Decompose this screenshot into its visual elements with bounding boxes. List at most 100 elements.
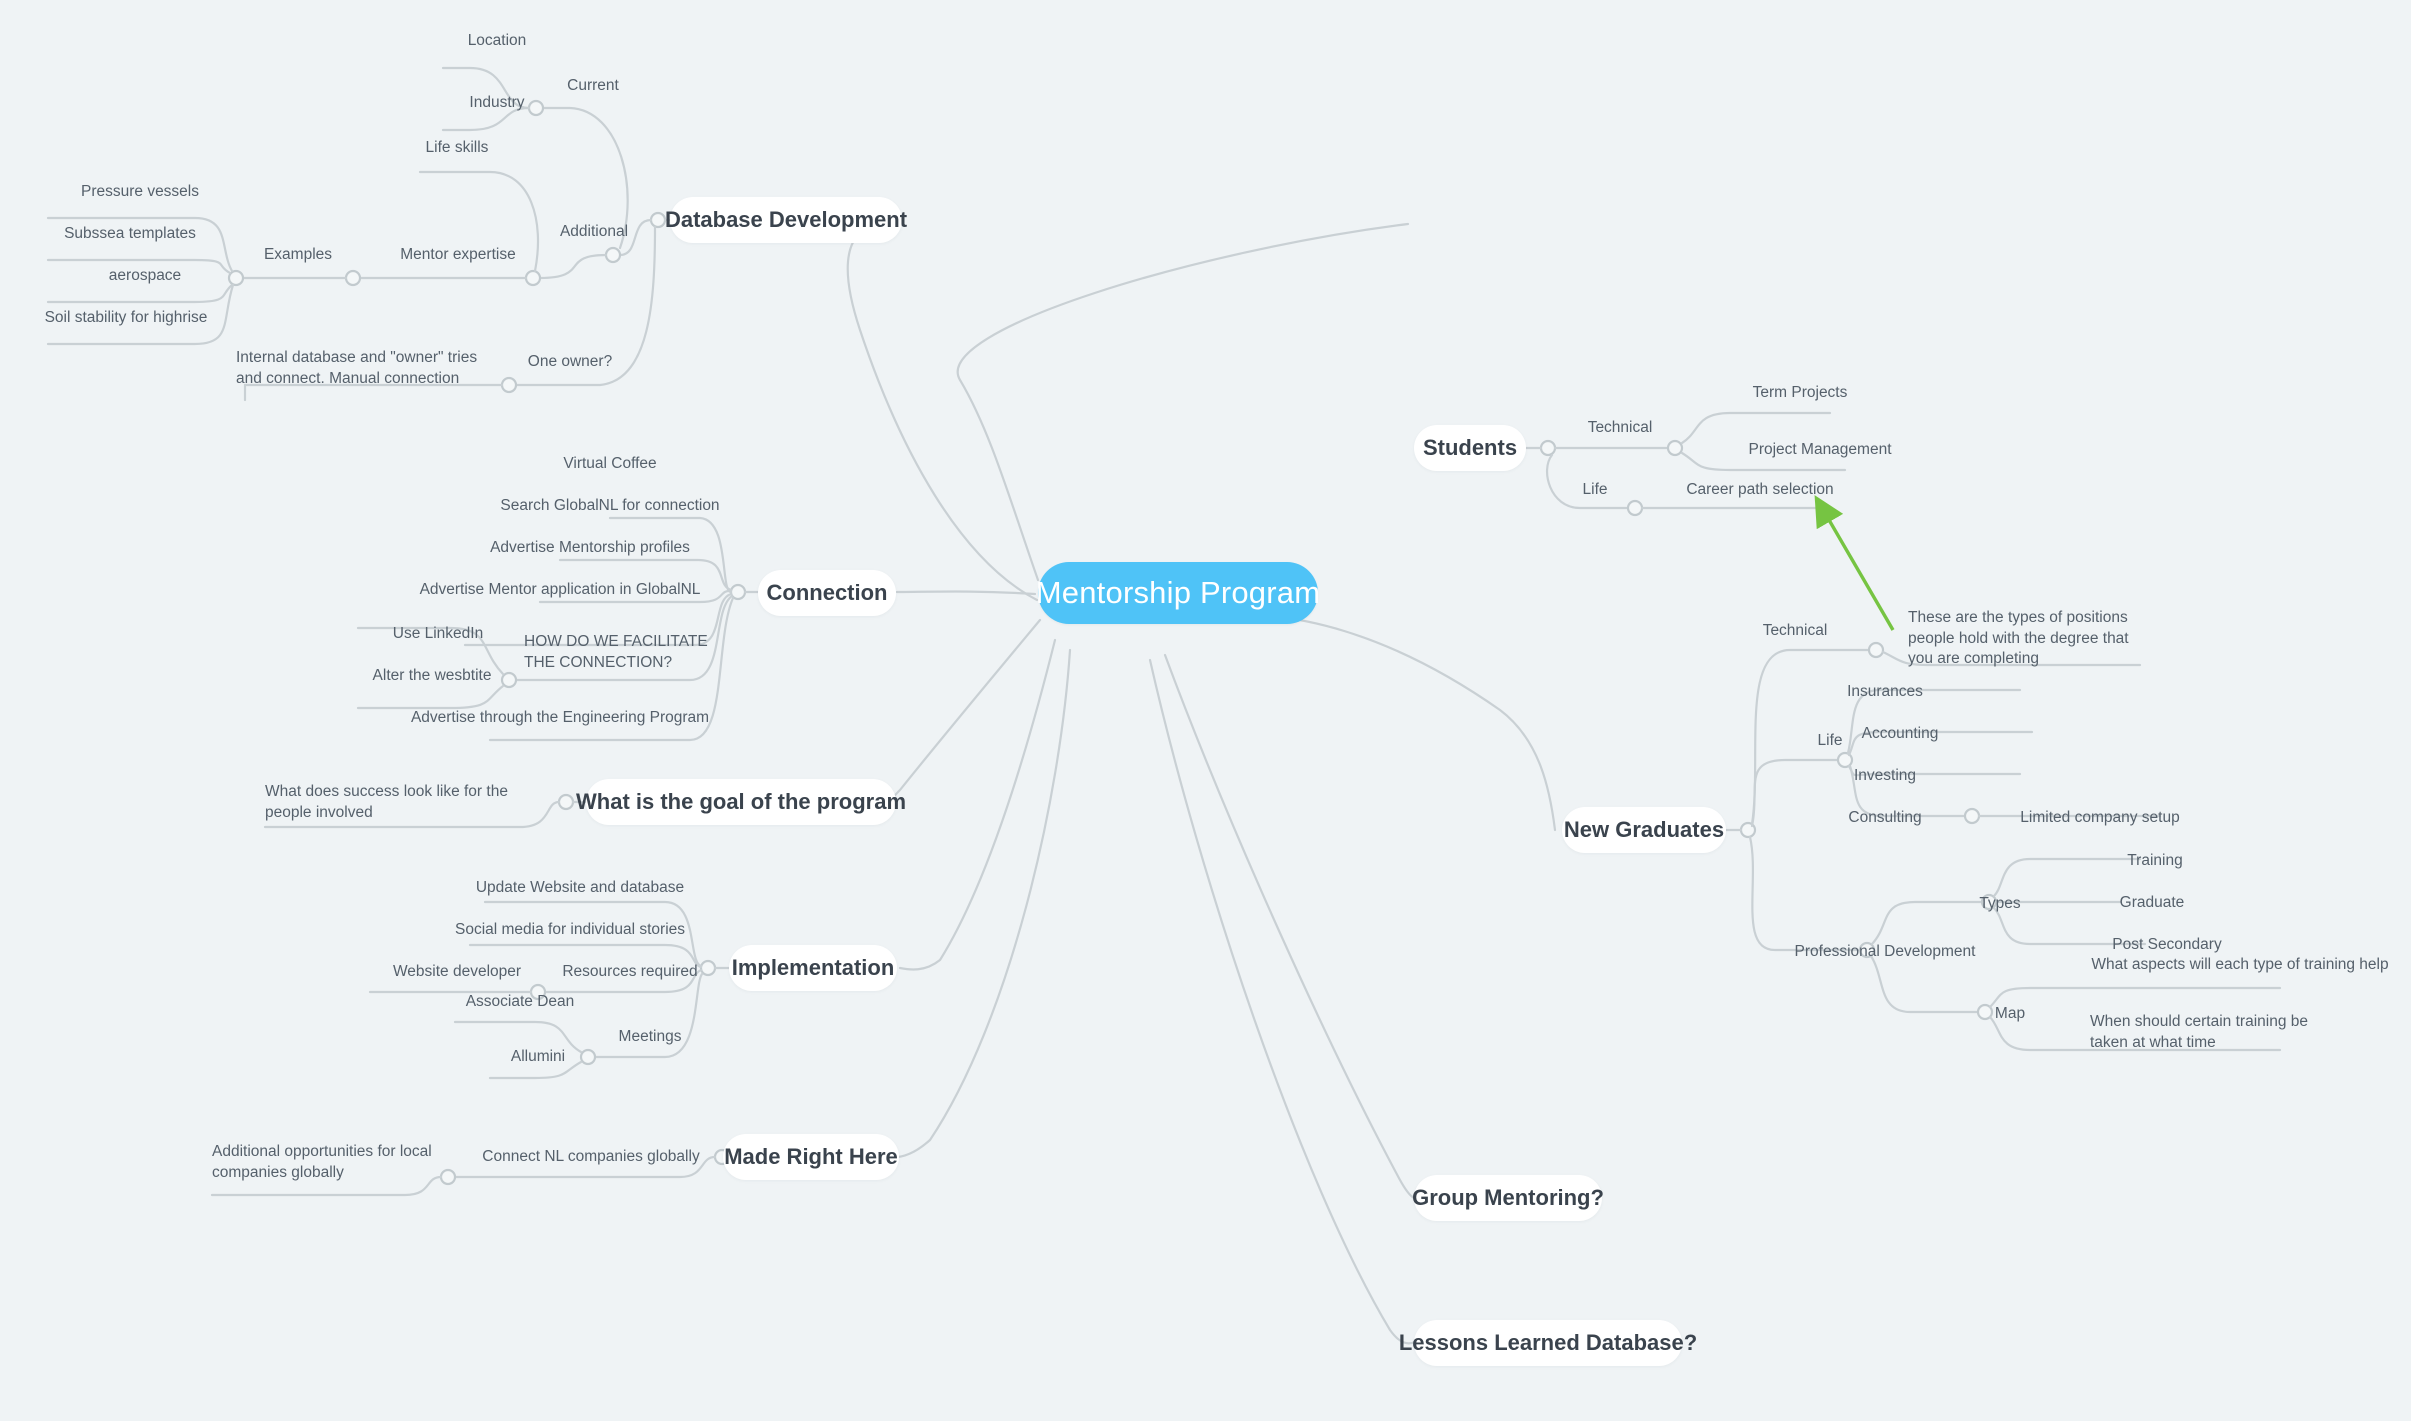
hub-additional <box>604 246 622 264</box>
label-consulting[interactable]: Consulting <box>1848 809 1922 826</box>
label-update-website[interactable]: Update Website and database <box>475 879 685 896</box>
label-how-facilitate[interactable]: HOW DO WE FACILITATE THE CONNECTION? <box>524 633 708 671</box>
node-group-mentoring[interactable]: Group Mentoring? <box>1412 1175 1604 1221</box>
label-pressure-vessels[interactable]: Pressure vessels <box>80 183 199 200</box>
label-industry[interactable]: Industry <box>469 94 525 111</box>
node-database-development[interactable]: Database Development <box>665 197 907 243</box>
annotation-text: These are the types of positions people … <box>1908 609 2129 668</box>
label-professional-development[interactable]: Professional Development <box>1794 943 1976 960</box>
link-root-implementation <box>898 638 1057 971</box>
link-nglife-accounting <box>1847 730 2034 757</box>
label-current[interactable]: Current <box>567 77 619 94</box>
hub-students <box>1539 439 1557 457</box>
label-one-owner[interactable]: One owner? <box>527 353 613 370</box>
label-virtual-coffee[interactable]: Virtual Coffee <box>563 455 657 472</box>
label-post-secondary[interactable]: Post Secondary <box>2112 936 2222 953</box>
label-advertise-engineering[interactable]: Advertise through the Engineering Progra… <box>410 709 710 726</box>
label-training[interactable]: Training <box>2127 852 2183 869</box>
node-students[interactable]: Students <box>1414 425 1526 471</box>
link-ngtech-out <box>1881 650 2142 667</box>
label-associate-dean[interactable]: Associate Dean <box>465 993 575 1010</box>
link-goal-success <box>263 800 561 829</box>
label-meetings[interactable]: Meetings <box>618 1028 682 1045</box>
link-profdev-types <box>1870 900 1984 946</box>
label-subsea-templates[interactable]: Subssea templates <box>64 225 196 242</box>
link-impl-resources <box>543 968 703 994</box>
link-ng-life <box>1750 758 1840 828</box>
link-conn-engineering <box>488 596 735 742</box>
label-newgrads-life[interactable]: Life <box>1817 732 1843 749</box>
label-resources-required[interactable]: Resources required <box>562 963 698 980</box>
label-soil-stability[interactable]: Soil stability for highrise <box>44 309 208 326</box>
link-root-lessons <box>1148 658 1417 1345</box>
node-implementation-label: Implementation <box>731 955 895 980</box>
label-use-linkedin[interactable]: Use LinkedIn <box>392 625 484 642</box>
label-graduate[interactable]: Graduate <box>2119 894 2185 911</box>
label-newgrads-technical[interactable]: Technical <box>1762 622 1828 639</box>
label-life-skills[interactable]: Life skills <box>425 139 489 156</box>
label-alter-website[interactable]: Alter the wesbtite <box>372 667 492 684</box>
label-success-definition[interactable]: What does success look like for the peop… <box>265 783 508 821</box>
label-what-aspects[interactable]: What aspects will each type of training … <box>2091 956 2389 973</box>
label-term-projects[interactable]: Term Projects <box>1752 384 1848 401</box>
hub-one-owner <box>500 376 518 394</box>
label-advertise-application[interactable]: Advertise Mentor application in GlobalNL <box>419 581 701 598</box>
node-connection[interactable]: Connection <box>758 570 896 616</box>
label-examples[interactable]: Examples <box>263 246 333 263</box>
root-node[interactable]: Mentorship Program <box>1036 562 1320 624</box>
link-root-groupmentoring <box>1163 653 1422 1200</box>
node-implementation[interactable]: Implementation <box>729 945 897 991</box>
label-accounting[interactable]: Accounting <box>1861 725 1939 742</box>
label-allumini[interactable]: Allumini <box>510 1048 566 1065</box>
link-mentor-lifeskills <box>418 170 540 273</box>
label-limited-company[interactable]: Limited company setup <box>2020 809 2180 826</box>
link-ng-profdev <box>1748 835 1862 952</box>
link-impl-update <box>483 900 703 968</box>
label-search-globalnl[interactable]: Search GlobalNL for connection <box>500 497 720 514</box>
label-insurances[interactable]: Insurances <box>1847 683 1923 700</box>
node-new-graduates-label: New Graduates <box>1563 817 1725 842</box>
node-goal[interactable]: What is the goal of the program <box>576 779 906 825</box>
link-ex-soil <box>46 283 235 346</box>
label-internal-database[interactable]: Internal database and "owner" tries and … <box>236 349 478 387</box>
label-additional[interactable]: Additional <box>559 223 629 240</box>
label-aerospace[interactable]: aerospace <box>108 267 182 284</box>
link-ex-pressure <box>46 216 234 273</box>
label-career-path[interactable]: Career path selection <box>1686 481 1834 498</box>
node-made-right-here[interactable]: Made Right Here <box>723 1134 899 1180</box>
label-project-management[interactable]: Project Management <box>1748 441 1892 458</box>
label-advertise-profiles[interactable]: Advertise Mentorship profiles <box>490 539 690 556</box>
node-new-graduates[interactable]: New Graduates <box>1562 807 1726 853</box>
node-made-right-here-label: Made Right Here <box>724 1144 898 1169</box>
hub-life-newgrads <box>1836 751 1854 769</box>
label-students-technical[interactable]: Technical <box>1587 419 1653 436</box>
link-meetings-dean <box>453 1020 583 1054</box>
link-current-location <box>441 66 531 110</box>
hub-connection <box>729 583 747 601</box>
link-how-linkedin <box>356 626 505 676</box>
label-when-training[interactable]: When should certain training be taken at… <box>2090 1013 2308 1051</box>
label-students-life[interactable]: Life <box>1582 481 1608 498</box>
label-mentor-expertise[interactable]: Mentor expertise <box>400 246 516 263</box>
hub-life-students <box>1626 499 1644 517</box>
label-additional-opportunities[interactable]: Additional opportunities for local compa… <box>212 1143 432 1181</box>
label-social-media[interactable]: Social media for individual stories <box>454 921 686 938</box>
hub-mentor-expertise <box>524 269 542 287</box>
hub-goal <box>557 793 575 811</box>
label-location[interactable]: Location <box>467 32 527 49</box>
node-lessons-learned[interactable]: Lessons Learned Database? <box>1399 1320 1697 1366</box>
link-nglife-insurances <box>1846 688 2022 755</box>
node-goal-label: What is the goal of the program <box>576 789 907 814</box>
label-types[interactable]: Types <box>1979 895 2021 912</box>
hub-how-facilitate <box>500 671 518 689</box>
label-website-developer[interactable]: Website developer <box>392 963 522 980</box>
label-investing[interactable]: Investing <box>1853 767 1917 784</box>
link-connectnl-additional <box>210 1175 443 1197</box>
link-conn-profiles <box>538 589 733 604</box>
label-map[interactable]: Map <box>1994 1005 2026 1022</box>
label-connect-nl[interactable]: Connect NL companies globally <box>482 1148 700 1165</box>
link-meetings-allumini <box>488 1060 583 1080</box>
hub-technical-newgrads <box>1867 641 1885 659</box>
link-root-maderighthere <box>886 648 1072 1159</box>
